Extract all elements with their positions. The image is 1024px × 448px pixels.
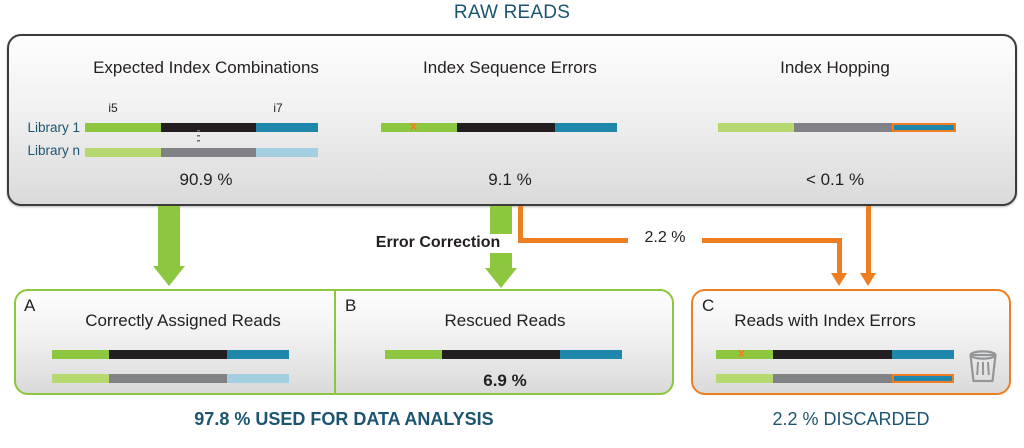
bar-segment-insert [442, 350, 560, 359]
read-bar-b-rescued [385, 350, 622, 359]
bar-segment-insert [109, 350, 227, 359]
error-correction-label: Error Correction [375, 234, 501, 251]
box-letter-c: C [702, 296, 715, 315]
bar-segment-i7 [227, 374, 289, 383]
bar-segment-i5 [52, 350, 109, 359]
index-caption-i7: i7 [273, 101, 283, 115]
arrow-shaft-errors-lower [490, 253, 512, 270]
bar-segment-i5 [85, 123, 161, 132]
box-letter-a: A [24, 296, 36, 315]
page-title: RAW READS [453, 2, 571, 23]
bar-segment-i5 [381, 123, 457, 132]
box-heading-rescued-reads: Rescued Reads [444, 311, 566, 330]
read-bar-expected-library1 [85, 123, 318, 132]
read-bar-index-hopping [718, 123, 956, 132]
library-ellipsis [197, 130, 200, 144]
read-bar-c-index-hopping [716, 374, 954, 383]
bar-segment-i7 [560, 350, 622, 359]
bar-segment-i7 [227, 350, 289, 359]
index-caption-i5: i5 [108, 101, 118, 115]
bar-segment-hopped-i7 [892, 123, 956, 132]
footer-used-for-data-analysis: 97.8 % USED FOR DATA ANALYSIS [194, 409, 494, 429]
footer-discarded: 2.2 % DISCARDED [772, 409, 930, 429]
bar-segment-i5 [718, 123, 794, 132]
box-heading-correctly-assigned-reads: Correctly Assigned Reads [85, 311, 281, 330]
percent-index-hopping: < 0.1 % [805, 170, 865, 189]
panel-divider-a-b [334, 291, 336, 393]
bar-segment-i7 [256, 123, 318, 132]
error-x-icon: x [410, 118, 418, 133]
percent-hopping-discarded-label: 2.2 % [628, 229, 702, 247]
box-letter-b: B [345, 296, 357, 315]
bar-segment-i5 [52, 374, 109, 383]
bar-segment-hopped-i7 [892, 374, 954, 383]
column-heading-expected-index-combinations: Expected Index Combinations [93, 58, 319, 77]
library-label-first: Library 1 [27, 120, 80, 135]
percent-index-sequence-errors: 9.1 % [488, 170, 532, 189]
bar-segment-insert [457, 123, 555, 132]
arrow-shaft-errors-upper [490, 206, 512, 234]
bar-segment-insert [109, 374, 227, 383]
column-heading-index-sequence-errors: Index Sequence Errors [423, 58, 597, 77]
trash-icon [969, 350, 997, 383]
bar-segment-insert [161, 123, 256, 132]
arrow-head-errors-to-b [485, 268, 517, 288]
percent-rescued-reads: 6.9 % [483, 371, 527, 390]
read-bar-a-library1 [52, 350, 289, 359]
orange-connector-hopping-to-c [866, 206, 871, 276]
raw-reads-panel [7, 34, 1017, 206]
arrow-shaft-expected-to-a [158, 206, 180, 268]
read-bar-index-sequence-errors: x [381, 118, 617, 133]
bar-segment-i7 [555, 123, 617, 132]
bar-segment-insert [773, 350, 892, 359]
read-bar-expected-libraryn [85, 148, 318, 157]
bar-segment-i5 [385, 350, 442, 359]
orange-connector-horizontal-left [518, 238, 636, 243]
box-heading-reads-with-index-errors: Reads with Index Errors [734, 311, 916, 330]
bar-segment-i7 [256, 148, 318, 157]
arrow-head-hopping-to-c [860, 273, 876, 286]
orange-connector-horizontal-right [692, 238, 842, 243]
read-bar-c-sequence-error: x [716, 345, 954, 360]
bar-segment-i7 [892, 350, 954, 359]
bar-segment-i5 [716, 374, 773, 383]
orange-connector-vertical-left [518, 206, 523, 243]
read-bar-a-libraryn [52, 374, 289, 383]
bar-segment-insert [773, 374, 892, 383]
percent-expected-index-combinations: 90.9 % [179, 170, 233, 189]
bar-segment-insert [161, 148, 256, 157]
error-x-icon: x [738, 345, 746, 360]
column-heading-index-hopping: Index Hopping [780, 58, 890, 77]
bar-segment-i5 [716, 350, 773, 359]
arrow-head-errors-to-c [831, 273, 847, 286]
bar-segment-insert [794, 123, 892, 132]
arrow-head-expected-to-a [153, 266, 185, 286]
orange-connector-vertical-right [837, 238, 842, 276]
library-label-last: Library n [27, 143, 80, 158]
bar-segment-i5 [85, 148, 161, 157]
